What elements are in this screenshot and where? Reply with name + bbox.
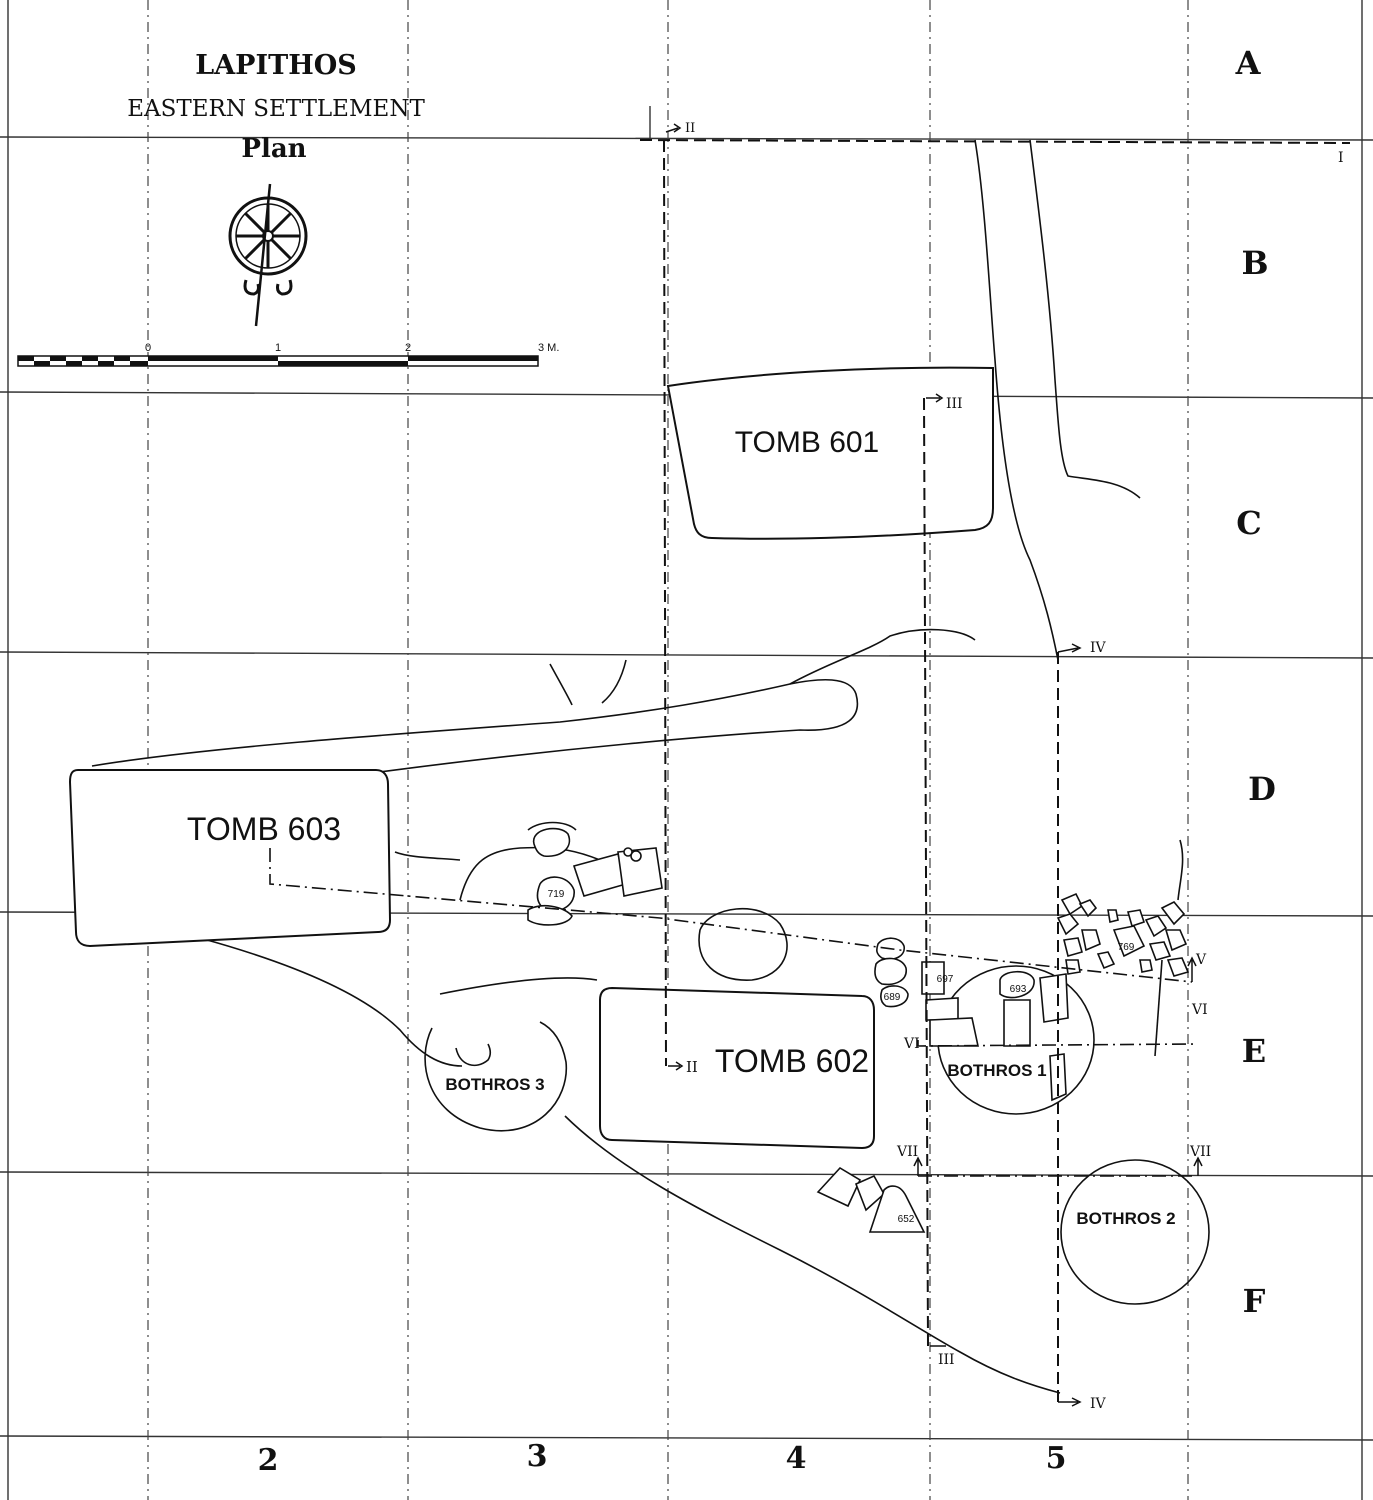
section-marker-ii-bottom: II bbox=[686, 1058, 698, 1076]
section-marker-vii-left: VII bbox=[896, 1144, 918, 1160]
scale-tick-1: 1 bbox=[275, 342, 281, 354]
scale-bar: 0 1 2 3 M. bbox=[17, 342, 559, 367]
row-label-f: F bbox=[1243, 1282, 1266, 1320]
trench-fork-left bbox=[549, 663, 573, 706]
row-label-e: E bbox=[1242, 1032, 1266, 1070]
section-line-v bbox=[269, 848, 1193, 983]
tomb-602-label: TOMB 602 bbox=[715, 1043, 869, 1079]
find-number-652: 652 bbox=[898, 1214, 915, 1225]
find-number-719: 719 bbox=[548, 889, 565, 900]
scale-tick-2: 2 bbox=[405, 342, 411, 354]
find-number-693: 693 bbox=[1010, 984, 1027, 995]
find-number-769: 769 bbox=[1118, 942, 1135, 953]
tomb-603-outline bbox=[68, 769, 392, 948]
trench-outline-north bbox=[91, 678, 859, 773]
tomb-601-outline bbox=[666, 366, 994, 540]
title-lapithos: LAPITHOS bbox=[195, 50, 357, 81]
bothros-2-outline bbox=[1060, 1159, 1210, 1305]
wall-line-tomb603 bbox=[394, 851, 461, 861]
wall-line-tomb602-north bbox=[439, 977, 598, 995]
tomb-603-label: TOMB 603 bbox=[187, 811, 341, 847]
scale-tick-0: 0 bbox=[145, 342, 151, 354]
tomb-601-label: TOMB 601 bbox=[735, 426, 880, 459]
wall-line-bothros1 bbox=[1154, 959, 1163, 1057]
stone-cluster-center bbox=[527, 821, 663, 926]
tomb-602-outline bbox=[599, 986, 875, 1150]
stone-cluster-east bbox=[1056, 892, 1190, 977]
slope-line-south-2 bbox=[564, 1115, 1061, 1394]
section-line-vi bbox=[917, 1040, 1197, 1047]
slope-line-south bbox=[199, 937, 463, 1067]
scale-tick-3: 3 M. bbox=[538, 342, 559, 354]
column-label-4: 4 bbox=[786, 1441, 807, 1476]
section-marker-iv-top: IV bbox=[1090, 640, 1107, 656]
rock-cut-edge-east bbox=[974, 139, 1059, 661]
north-arrow-icon bbox=[228, 183, 308, 327]
column-label-5: 5 bbox=[1046, 1441, 1067, 1476]
section-marker-vii-right: VII bbox=[1189, 1144, 1211, 1160]
row-label-c: C bbox=[1236, 504, 1261, 542]
section-marker-ii-top: II bbox=[685, 121, 695, 136]
row-label-d: D bbox=[1248, 770, 1276, 808]
bothros-1-label: BOTHROS 1 bbox=[947, 1061, 1046, 1080]
grid-row-line-ab bbox=[0, 136, 1373, 141]
section-marker-i: I bbox=[1338, 150, 1344, 166]
find-number-697: 697 bbox=[937, 974, 954, 985]
trench-branch bbox=[789, 628, 976, 685]
title-eastern-settlement: EASTERN SETTLEMENT bbox=[127, 96, 425, 122]
wall-curve-center bbox=[459, 846, 601, 901]
section-marker-iii-top: III bbox=[946, 396, 963, 412]
stones-south bbox=[816, 1166, 926, 1233]
section-line-i bbox=[639, 139, 1351, 144]
row-label-b: B bbox=[1241, 244, 1268, 282]
section-marker-iii-bottom: III bbox=[938, 1352, 955, 1368]
row-label-a: A bbox=[1235, 44, 1262, 82]
section-marker-v: V bbox=[1195, 952, 1207, 968]
trench-fork-right bbox=[601, 659, 627, 704]
section-marker-iv-bottom: IV bbox=[1090, 1396, 1107, 1412]
bothros-2-label: BOTHROS 2 bbox=[1076, 1209, 1175, 1228]
pit-outline bbox=[698, 907, 788, 981]
title-plan: Plan bbox=[241, 134, 306, 164]
rock-cut-edge-east-2 bbox=[1029, 139, 1141, 499]
section-line-iii bbox=[923, 397, 929, 1347]
bothros-3-inner bbox=[455, 1043, 492, 1067]
section-line-ii bbox=[663, 139, 667, 1067]
grid-row-line-bottom bbox=[0, 1435, 1373, 1441]
section-marker-vi-left: VI bbox=[903, 1036, 920, 1052]
grid-row-line-ef bbox=[0, 1171, 1373, 1177]
find-number-689: 689 bbox=[884, 992, 901, 1003]
bothros-3-outline bbox=[424, 1021, 568, 1132]
bothros-3-label: BOTHROS 3 bbox=[445, 1075, 544, 1094]
stones-bothros-1 bbox=[874, 937, 1069, 1102]
grid-row-line-cd bbox=[0, 651, 1373, 659]
wall-line-east bbox=[1177, 839, 1184, 901]
column-label-3: 3 bbox=[527, 1439, 548, 1474]
section-marker-vi-right: VI bbox=[1191, 1002, 1208, 1018]
column-label-2: 2 bbox=[258, 1443, 279, 1478]
